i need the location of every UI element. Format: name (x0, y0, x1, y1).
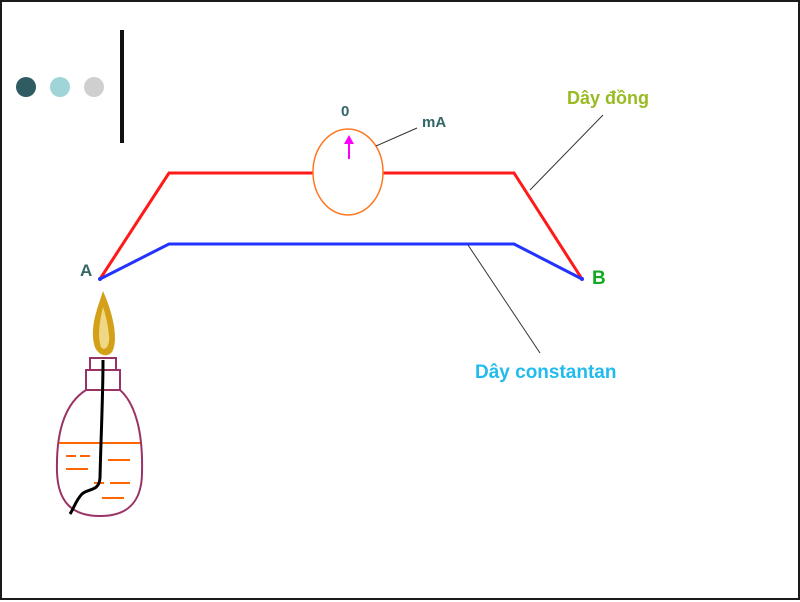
lamp-wick (68, 359, 105, 515)
alcohol-lamp-icon (55, 291, 144, 518)
point-a-label: A (80, 261, 93, 280)
milliammeter-icon (312, 128, 384, 216)
copper-wire (382, 171, 584, 280)
decor-dot (84, 77, 104, 97)
lamp-bottle (55, 389, 144, 518)
lamp-flame-core (99, 307, 110, 349)
slide-decoration (16, 30, 124, 143)
meter-zero-label: 0 (341, 103, 350, 120)
copper-wire-label: Dây đồng (567, 88, 650, 108)
meter-dial (312, 128, 384, 216)
decor-dot (16, 77, 36, 97)
copper-wire (98, 171, 314, 280)
constantan-wire (99, 242, 583, 281)
constantan-label-pointer (467, 244, 541, 354)
meter-unit-pointer (375, 127, 418, 147)
junction-b (580, 277, 584, 281)
decor-dot (50, 77, 70, 97)
copper-label-pointer (529, 114, 604, 191)
decor-bar (120, 30, 124, 143)
lamp-liquid (66, 455, 130, 499)
junction-a (98, 277, 102, 281)
meter-unit-label: mA (422, 114, 447, 131)
meter-needle-tip (344, 135, 354, 144)
point-b-label: B (592, 268, 606, 289)
constantan-wire-label: Dây constantan (475, 362, 617, 383)
